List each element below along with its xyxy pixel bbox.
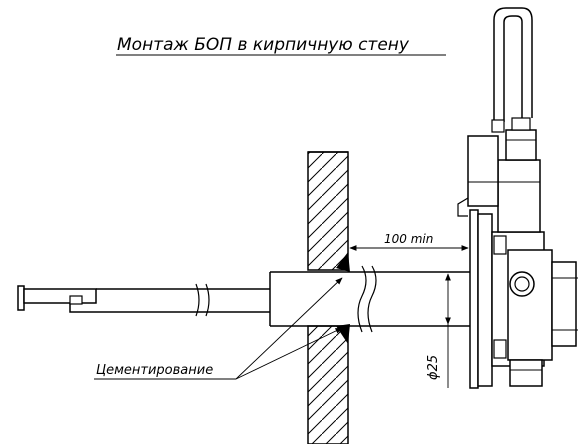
cementing-callout: Цементирование bbox=[94, 277, 343, 380]
brick-wall bbox=[307, 151, 349, 444]
dimension-diameter: ϕ25 bbox=[426, 271, 470, 388]
pipe-sleeve bbox=[269, 265, 470, 333]
drawing-title: Монтаж БОП в кирпичную стену bbox=[117, 35, 410, 55]
cable bbox=[17, 283, 270, 317]
dimension-100min: 100 min bbox=[347, 210, 471, 256]
cementing-label: Цементирование bbox=[96, 363, 213, 378]
bop-device bbox=[457, 7, 578, 387]
distance-label: 100 min bbox=[384, 232, 433, 246]
diameter-label: ϕ25 bbox=[426, 355, 441, 380]
